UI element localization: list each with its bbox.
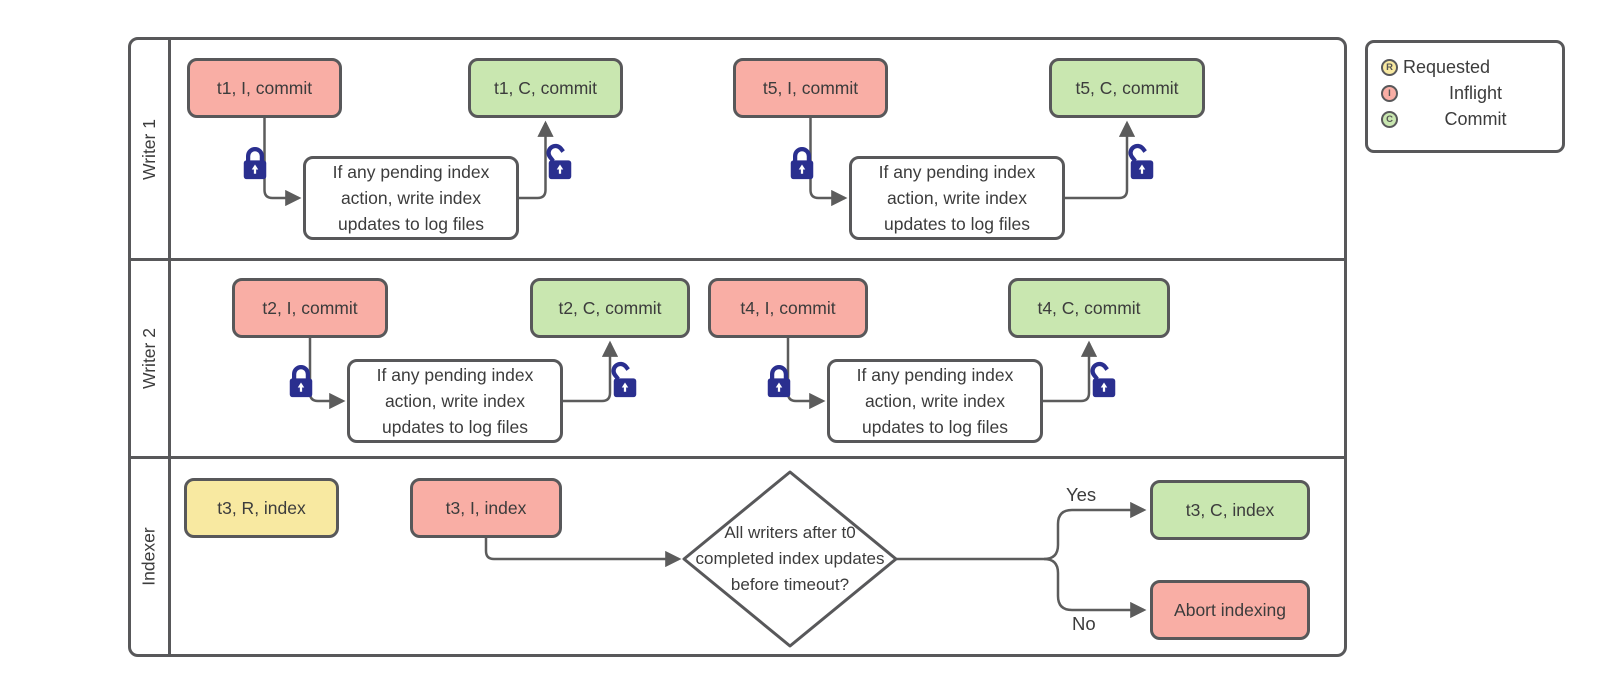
node-abort-indexing: Abort indexing bbox=[1150, 580, 1310, 640]
lane-writer-1: Writer 1 bbox=[129, 40, 169, 258]
node-w1-process-b: If any pending index action, write index… bbox=[849, 156, 1065, 240]
connector-process-to-t5-commit bbox=[1065, 120, 1136, 200]
node-t2-commit: t2, C, commit bbox=[530, 278, 690, 338]
node-t3-requested: t3, R, index bbox=[184, 478, 339, 538]
node-t3-inflight: t3, I, index bbox=[410, 478, 562, 538]
node-t3-commit: t3, C, index bbox=[1150, 480, 1310, 540]
node-t5-commit: t5, C, commit bbox=[1049, 58, 1205, 118]
connector-yes-branch bbox=[1043, 501, 1147, 561]
lane-indexer: Indexer bbox=[129, 459, 169, 654]
lane-label: Writer 2 bbox=[138, 328, 159, 389]
legend-label: Commit bbox=[1444, 108, 1507, 129]
node-w2-process-a: If any pending index action, write index… bbox=[347, 359, 563, 443]
node-t4-inflight: t4, I, commit bbox=[708, 278, 868, 338]
lane-label: Indexer bbox=[138, 527, 159, 586]
no-label: No bbox=[1072, 613, 1096, 634]
legend-item-inflight: I Inflight bbox=[1381, 80, 1562, 106]
lane-writer-2: Writer 2 bbox=[129, 261, 169, 456]
decision-diamond bbox=[682, 470, 898, 648]
node-t1-inflight: t1, I, commit bbox=[187, 58, 342, 118]
legend-item-commit: C Commit bbox=[1381, 106, 1562, 132]
lane-header-divider bbox=[168, 40, 171, 654]
commit-swatch-icon: C bbox=[1381, 110, 1398, 128]
connector-process-to-t4-commit bbox=[1043, 340, 1098, 403]
legend-label: Inflight bbox=[1448, 82, 1503, 103]
node-w2-process-b: If any pending index action, write index… bbox=[827, 359, 1043, 443]
legend-item-requested: R Requested bbox=[1381, 54, 1562, 80]
node-t2-inflight: t2, I, commit bbox=[232, 278, 388, 338]
legend: R Requested I Inflight C Commit bbox=[1365, 40, 1565, 153]
legend-label: Requested bbox=[1403, 56, 1491, 77]
lane-label: Writer 1 bbox=[138, 118, 159, 180]
node-t1-commit: t1, C, commit bbox=[468, 58, 623, 118]
connector-t1-inflight-to-process bbox=[263, 118, 302, 207]
requested-swatch-icon: R bbox=[1381, 58, 1398, 76]
swimlane-pool-frame bbox=[128, 37, 1347, 657]
connector-process-to-t1-commit bbox=[519, 120, 554, 200]
decision-label: All writers after t0 completed index upd… bbox=[695, 523, 885, 594]
lane-divider-2 bbox=[130, 456, 1345, 459]
connector-t3-inflight-to-decision bbox=[484, 538, 682, 568]
yes-label: Yes bbox=[1066, 484, 1097, 505]
connector-t5-inflight-to-process bbox=[809, 118, 848, 207]
node-t5-inflight: t5, I, commit bbox=[733, 58, 888, 118]
inflight-swatch-icon: I bbox=[1381, 84, 1398, 102]
lane-divider-1 bbox=[130, 258, 1345, 261]
connector-no-branch bbox=[1043, 557, 1147, 619]
connector-process-to-t2-commit bbox=[563, 340, 619, 403]
node-w1-process-a: If any pending index action, write index… bbox=[303, 156, 519, 240]
node-t4-commit: t4, C, commit bbox=[1008, 278, 1170, 338]
